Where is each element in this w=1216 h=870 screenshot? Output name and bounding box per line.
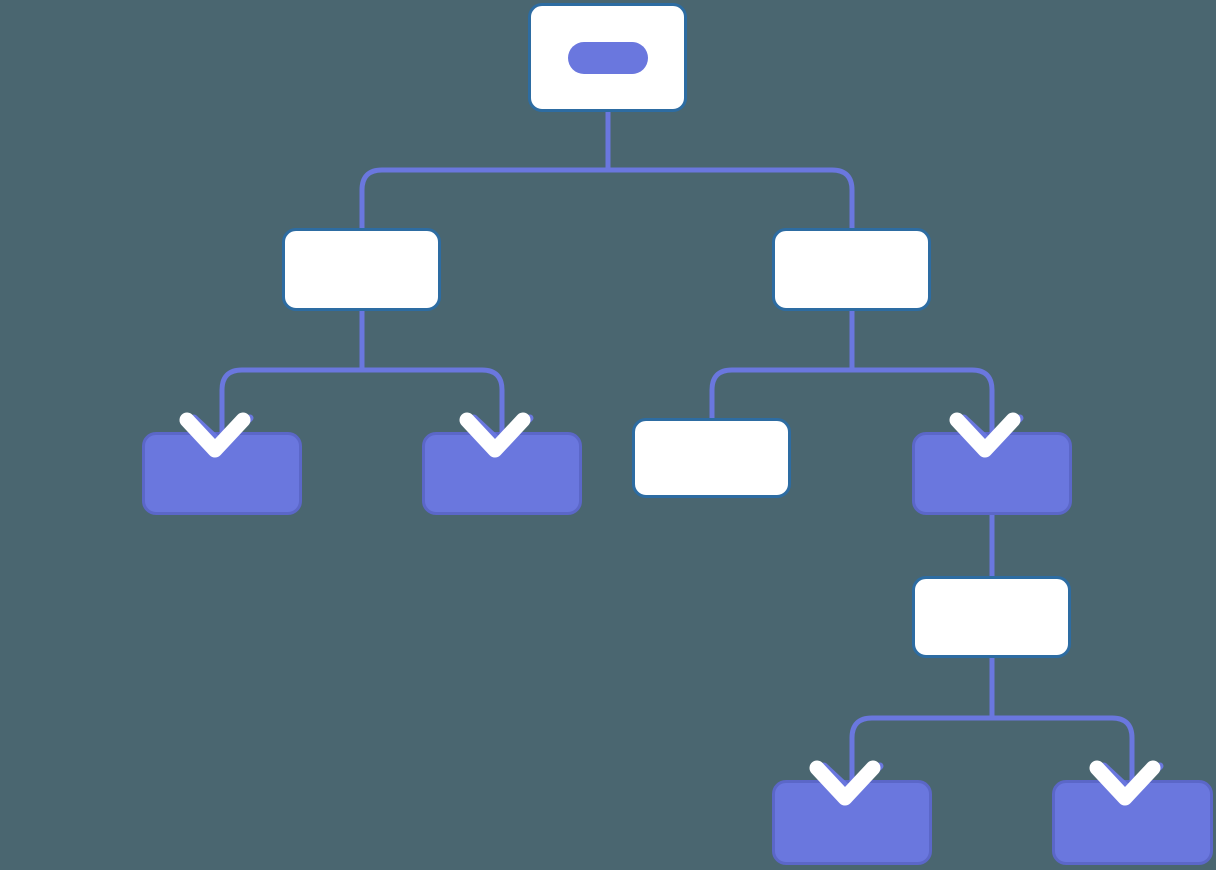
node-n4[interactable] <box>912 576 1071 658</box>
node-n3a[interactable] <box>142 432 302 515</box>
node-n5a[interactable] <box>772 780 932 865</box>
node-n5b[interactable] <box>1052 780 1213 865</box>
node-root[interactable] <box>528 3 687 112</box>
node-n3c[interactable] <box>632 418 791 498</box>
node-n2b[interactable] <box>772 228 931 311</box>
node-n3d[interactable] <box>912 432 1072 515</box>
root-pill-badge <box>568 42 648 74</box>
node-n3b[interactable] <box>422 432 582 515</box>
node-n2a[interactable] <box>282 228 441 311</box>
